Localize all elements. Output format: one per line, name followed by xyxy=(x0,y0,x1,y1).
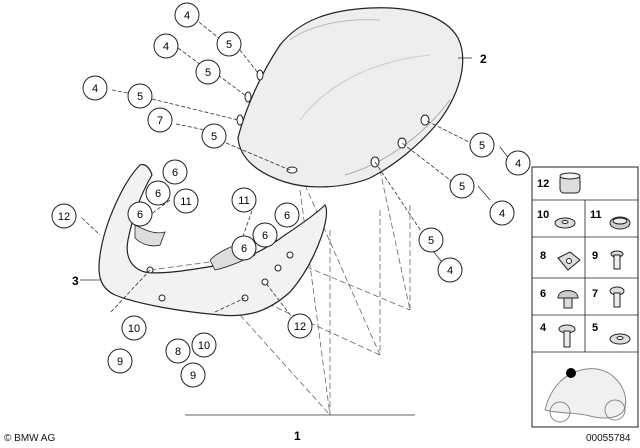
callout-11: 11 xyxy=(231,187,257,213)
callout-5: 5 xyxy=(201,123,227,149)
svg-text:6: 6 xyxy=(155,188,161,200)
pan-head-screw-icon xyxy=(558,324,576,348)
svg-text:4: 4 xyxy=(499,208,505,220)
callout-6: 6 xyxy=(274,202,300,228)
bolt-icon xyxy=(609,286,625,308)
svg-text:10: 10 xyxy=(128,323,140,335)
svg-text:5: 5 xyxy=(211,131,217,143)
fairing-part xyxy=(98,163,328,317)
callout-5: 5 xyxy=(418,227,444,253)
callout-9: 9 xyxy=(180,362,206,388)
callout-6: 6 xyxy=(252,222,278,248)
svg-text:9: 9 xyxy=(190,370,196,382)
screw-icon xyxy=(610,250,624,270)
callout-5: 5 xyxy=(195,59,221,85)
svg-text:5: 5 xyxy=(226,39,232,51)
svg-text:10: 10 xyxy=(198,340,210,352)
svg-text:4: 4 xyxy=(515,158,521,170)
legend-label-12: 12 xyxy=(537,178,549,190)
washer-icon xyxy=(554,217,576,229)
svg-text:4: 4 xyxy=(184,10,190,22)
windscreen-part xyxy=(236,7,464,188)
callout-4: 4 xyxy=(437,257,463,283)
motorcycle-locator-icon xyxy=(544,368,627,423)
callout-12: 12 xyxy=(287,313,313,339)
svg-text:8: 8 xyxy=(175,346,181,358)
callout-6: 6 xyxy=(162,159,188,185)
callout-4: 4 xyxy=(505,150,531,176)
hardware-legend: 12 10 11 8 9 6 7 4 5 xyxy=(531,166,639,428)
callout-9: 9 xyxy=(107,348,133,374)
svg-text:9: 9 xyxy=(117,356,123,368)
svg-text:11: 11 xyxy=(180,196,191,208)
legend-label-8: 8 xyxy=(540,250,546,262)
svg-text:4: 4 xyxy=(163,41,169,53)
nut-plate-icon xyxy=(557,251,581,271)
flat-washer-icon xyxy=(609,333,631,345)
legend-label-6: 6 xyxy=(540,288,546,300)
rivet-icon xyxy=(557,290,579,309)
callout-6: 6 xyxy=(231,235,257,261)
svg-text:5: 5 xyxy=(428,235,434,247)
copyright-text: © BMW AG xyxy=(4,433,56,444)
leader-lines xyxy=(81,21,480,326)
callout-12: 12 xyxy=(51,203,77,229)
callout-6: 6 xyxy=(127,201,153,227)
svg-text:6: 6 xyxy=(262,230,268,242)
callout-4: 4 xyxy=(82,75,108,101)
legend-label-7: 7 xyxy=(592,288,598,300)
svg-text:5: 5 xyxy=(205,67,211,79)
part-label-windscreen: 2 xyxy=(480,52,487,66)
callout-8: 8 xyxy=(165,338,191,364)
legend-label-11: 11 xyxy=(590,209,602,221)
legend-label-9: 9 xyxy=(592,250,598,262)
callout-5: 5 xyxy=(469,132,495,158)
svg-text:5: 5 xyxy=(137,91,143,103)
svg-text:6: 6 xyxy=(172,167,178,179)
svg-text:5: 5 xyxy=(479,140,485,152)
callout-5: 5 xyxy=(216,31,242,57)
svg-text:12: 12 xyxy=(294,321,306,333)
svg-text:4: 4 xyxy=(92,83,98,95)
callout-4: 4 xyxy=(153,33,179,59)
part-label-fairing: 3 xyxy=(72,274,79,288)
callout-4: 4 xyxy=(489,200,515,226)
legend-label-5: 5 xyxy=(592,322,598,334)
svg-text:6: 6 xyxy=(137,209,143,221)
grommet-icon xyxy=(609,216,631,230)
callout-4: 4 xyxy=(174,2,200,28)
svg-text:7: 7 xyxy=(157,115,163,127)
svg-text:5: 5 xyxy=(459,181,465,193)
callout-10: 10 xyxy=(191,332,217,358)
spacer-sleeve-icon xyxy=(559,172,581,194)
svg-text:12: 12 xyxy=(58,211,70,223)
legend-label-4: 4 xyxy=(540,322,547,334)
callout-10: 10 xyxy=(121,315,147,341)
callout-7: 7 xyxy=(147,107,173,133)
svg-text:4: 4 xyxy=(447,265,453,277)
svg-text:6: 6 xyxy=(284,210,290,222)
callout-11: 11 xyxy=(173,188,199,214)
svg-text:6: 6 xyxy=(241,243,247,255)
callout-5: 5 xyxy=(127,83,153,109)
part-label-assembly: 1 xyxy=(294,429,301,443)
document-number: 00055784 xyxy=(586,433,631,444)
callout-6: 6 xyxy=(145,180,171,206)
callout-5: 5 xyxy=(449,173,475,199)
svg-text:11: 11 xyxy=(238,195,249,207)
legend-label-10: 10 xyxy=(537,209,549,221)
